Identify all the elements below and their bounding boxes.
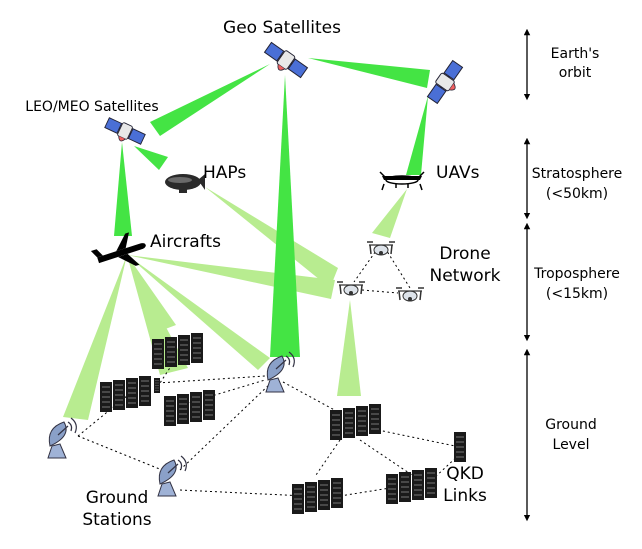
geo-satellites-label: Geo Satellites (223, 18, 341, 38)
haps-label: HAPs (203, 163, 246, 183)
aircraft-icon (90, 232, 146, 266)
uav-to-drone-beam (372, 189, 407, 238)
server-cluster-center-icon (164, 390, 215, 426)
haps-to-drone-beam (205, 187, 338, 288)
geo-to-leo-beam (150, 64, 270, 136)
leo-to-aircraft-beam (114, 142, 132, 236)
aircraft-to-ground-dish-beam (127, 255, 270, 370)
server-small-icon (153, 377, 161, 394)
drone-2-icon (336, 281, 366, 296)
drone-to-ground-cluster-beam (337, 300, 361, 396)
optical-links (63, 58, 430, 420)
uav-icon (379, 171, 425, 191)
ground-station-dish-left-icon (47, 417, 77, 459)
geo-satellite-1-icon (260, 39, 310, 84)
ground-stations-label-line2: Stations (82, 510, 151, 530)
drone-1-icon (366, 241, 396, 256)
layer-stratosphere-line1: Stratosphere (532, 166, 623, 182)
server-cluster-bottom-right-icon (386, 468, 437, 504)
layer-ground-line2: Level (553, 437, 590, 453)
geo-satellite-2-icon (424, 58, 469, 108)
server-single-icon (453, 431, 467, 463)
ground-station-dish-bottom-icon (157, 455, 187, 497)
uavs-label: UAVs (436, 163, 480, 183)
layer-orbit-line2: orbit (559, 65, 592, 81)
qkd-links-label-line1: QKD (446, 464, 484, 484)
geo-to-geo-beam (308, 58, 430, 88)
layer-stratosphere-line2: (<50km) (546, 186, 608, 202)
leo-to-haps-beam (134, 146, 168, 170)
leo-meo-satellites-label: LEO/MEO Satellites (25, 99, 158, 115)
server-cluster-bottom-icon (292, 478, 343, 514)
layer-troposphere-line1: Troposphere (533, 266, 620, 282)
layer-ground-line1: Ground (545, 417, 597, 433)
layer-troposphere-line2: (<15km) (546, 286, 608, 302)
layer-orbit-line1: Earth's (551, 46, 600, 62)
aircrafts-label: Aircrafts (150, 232, 221, 252)
drone-3-icon (395, 287, 425, 302)
haps-airship-icon (165, 174, 205, 193)
server-cluster-left-icon (100, 376, 151, 412)
drone-network-label-line1: Drone (439, 244, 490, 264)
geo2-to-uav-beam (406, 96, 428, 175)
qkd-links-label-line2: Links (443, 486, 487, 506)
ground-stations-label-line1: Ground (86, 488, 149, 508)
aircraft-to-server-cluster-top-beam (127, 255, 176, 334)
aircraft-to-ground-station-left-beam (63, 255, 127, 420)
geo-to-ground-dish-beam (270, 75, 300, 357)
ground-station-dish-center-icon (265, 351, 295, 393)
leo-meo-satellite-icon (101, 115, 147, 151)
ground-network-links (77, 247, 463, 497)
server-cluster-right-icon (330, 404, 381, 440)
drone-network-label-line2: Network (430, 266, 501, 286)
